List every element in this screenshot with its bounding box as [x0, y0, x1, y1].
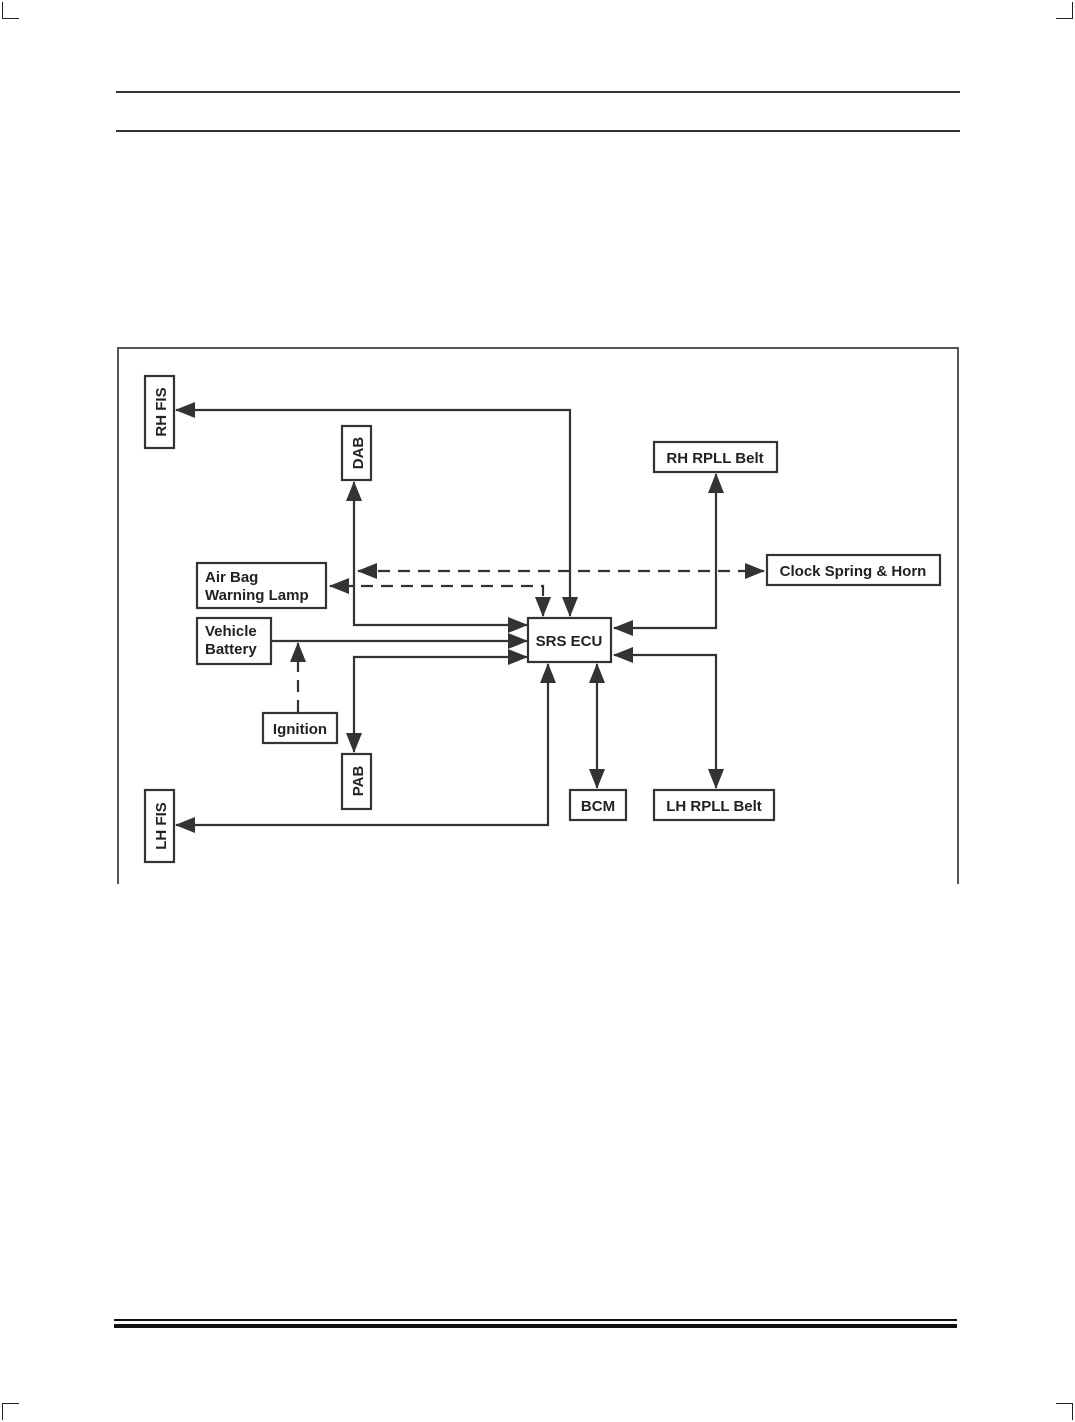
connector-lh-fis — [175, 663, 556, 833]
node-lh-fis-box — [143, 788, 176, 864]
footer-rule-thick — [114, 1324, 957, 1328]
connector-air-bag-warning-lamp — [329, 578, 551, 617]
connectors — [175, 402, 724, 833]
connector-rh-rpll-belt — [613, 473, 724, 636]
node-clock-spring-horn-box — [765, 553, 942, 587]
header-rule-top — [116, 91, 960, 93]
connector-dab — [346, 481, 528, 633]
connector-lh-rpll-belt — [613, 647, 724, 789]
footer-rule-thin — [114, 1319, 957, 1321]
node-pab-label: PAB — [350, 766, 367, 797]
node-lh-rpll-belt-box — [652, 788, 776, 822]
node-lh-fis-label: LH FIS — [153, 802, 170, 850]
node-air-bag-warning-lamp-label-line2: Warning Lamp — [205, 587, 309, 604]
connector-rh-fis — [175, 402, 578, 617]
diagram-frame — [117, 347, 959, 884]
connector-pab — [346, 649, 528, 753]
node-rh-fis-box — [143, 374, 176, 450]
node-rh-rpll-belt-box — [652, 440, 779, 474]
node-ignition-box — [261, 711, 339, 745]
node-air-bag-warning-lamp-box — [195, 561, 328, 610]
node-vehicle-battery-label-line1: Vehicle — [205, 623, 257, 640]
header-rule-bottom — [116, 130, 960, 132]
crop-mark-top-left — [2, 2, 19, 19]
node-srs-ecu-box — [526, 616, 613, 664]
node-lh-rpll-belt-label: LH RPLL Belt — [666, 798, 762, 815]
node-bcm-box — [568, 788, 628, 822]
node-rh-fis-label: RH FIS — [153, 387, 170, 436]
crop-mark-top-right — [1056, 2, 1073, 19]
node-clock-spring-horn-label: Clock Spring & Horn — [780, 563, 927, 580]
node-dab-box — [340, 424, 373, 482]
node-bcm-label: BCM — [581, 798, 615, 815]
node-pab-box — [340, 752, 373, 811]
node-rh-rpll-belt-label: RH RPLL Belt — [666, 450, 763, 467]
crop-mark-bottom-right — [1056, 1403, 1073, 1420]
node-air-bag-warning-lamp-label-line1: Air Bag — [205, 569, 258, 586]
node-ignition-label: Ignition — [273, 721, 327, 738]
node-dab-label: DAB — [350, 437, 367, 470]
crop-mark-bottom-left — [2, 1403, 19, 1420]
node-vehicle-battery-label-line2: Battery — [205, 641, 257, 658]
node-vehicle-battery-box — [195, 616, 273, 666]
dashed-connectors — [290, 563, 765, 712]
node-srs-ecu-label: SRS ECU — [536, 633, 603, 650]
